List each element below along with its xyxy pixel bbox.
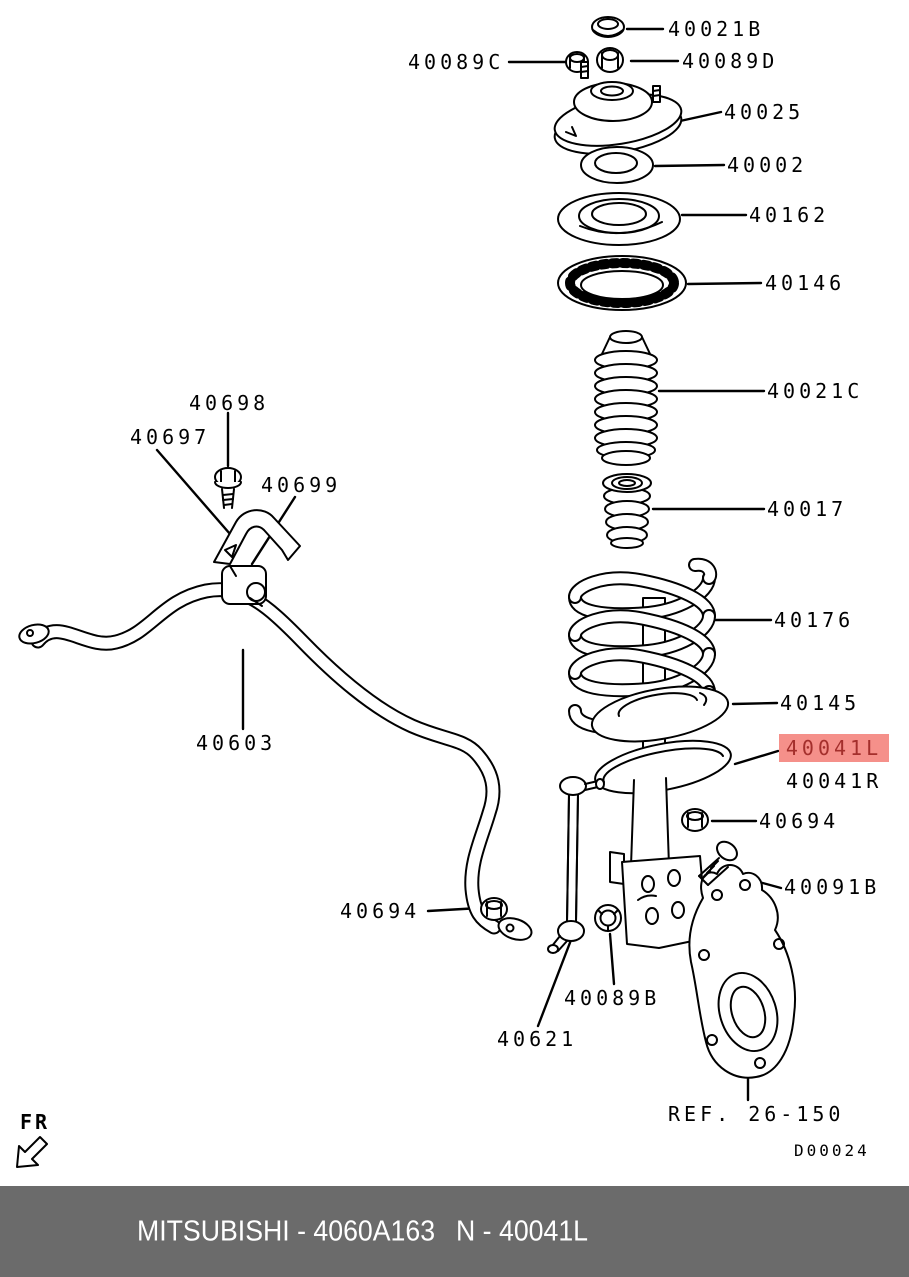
part-bracket-drawing [213, 509, 301, 565]
part-label-40699: 40699 [261, 473, 342, 497]
part-label-40146: 40146 [765, 271, 846, 295]
part-bushing-drawing [221, 565, 267, 607]
part-label-40089B: 40089B [564, 986, 661, 1010]
part-stabilizer-link-drawing [547, 776, 605, 954]
part-label-40041R: 40041R [786, 769, 883, 793]
part-label-40162: 40162 [749, 203, 830, 227]
footer-bar: MITSUBISHI - 4060A163 N - 40041L [0, 1186, 909, 1277]
part-label-40694-left: 40694 [340, 899, 421, 923]
part-bearing-drawing [557, 192, 681, 246]
part-label-40041L: 40041L [785, 736, 883, 760]
part-label-40697: 40697 [130, 425, 211, 449]
knuckle-drawing [688, 864, 796, 1079]
part-label-40089C: 40089C [408, 50, 505, 74]
part-label-40021B: 40021B [668, 17, 765, 41]
part-strut-mount-drawing [553, 61, 683, 155]
part-label-40176: 40176 [774, 608, 855, 632]
part-spring-pad-drawing [590, 685, 730, 743]
part-dust-boot-drawing [594, 330, 658, 466]
part-nut-d-drawing [596, 47, 624, 73]
part-label-40621: 40621 [497, 1027, 578, 1051]
part-nut-089b-drawing [594, 904, 622, 932]
part-bump-stopper-drawing [602, 473, 652, 549]
part-label-40017: 40017 [767, 497, 848, 521]
highlighted-part-box: 40041L [779, 734, 889, 762]
part-strut-drawing [594, 739, 732, 949]
footer-brand-part-number: MITSUBISHI - 4060A163 [137, 1215, 436, 1247]
part-stabilizer-bar-drawing [18, 582, 533, 941]
part-ring-drawing [580, 146, 654, 184]
part-nut-694-right-drawing [681, 808, 709, 832]
part-nut-694-left-drawing [480, 897, 508, 921]
mount-stud-left [580, 61, 589, 79]
part-label-40698: 40698 [189, 391, 270, 415]
footer-part-reference: N - 40041L [456, 1215, 589, 1247]
reference-label: REF. 26-150 [668, 1102, 845, 1126]
part-bolt-698-drawing [214, 467, 242, 509]
part-label-40021C: 40021C [767, 379, 864, 403]
mount-stud-right [652, 85, 661, 103]
part-label-40002: 40002 [727, 153, 808, 177]
part-bolt-091b-drawing [698, 840, 738, 886]
part-label-40025: 40025 [724, 100, 805, 124]
part-label-40603: 40603 [196, 731, 277, 755]
part-spring-seat-upper-drawing [557, 255, 687, 311]
diagram-code: D00024 [794, 1141, 870, 1160]
part-label-40091B: 40091B [784, 875, 881, 899]
part-label-40145: 40145 [780, 691, 861, 715]
fr-arrow-icon [16, 1136, 48, 1168]
fr-direction-label: FR [20, 1110, 51, 1134]
part-label-40089D: 40089D [682, 49, 779, 73]
part-cap-drawing [591, 16, 625, 38]
part-label-40694-right: 40694 [759, 809, 840, 833]
